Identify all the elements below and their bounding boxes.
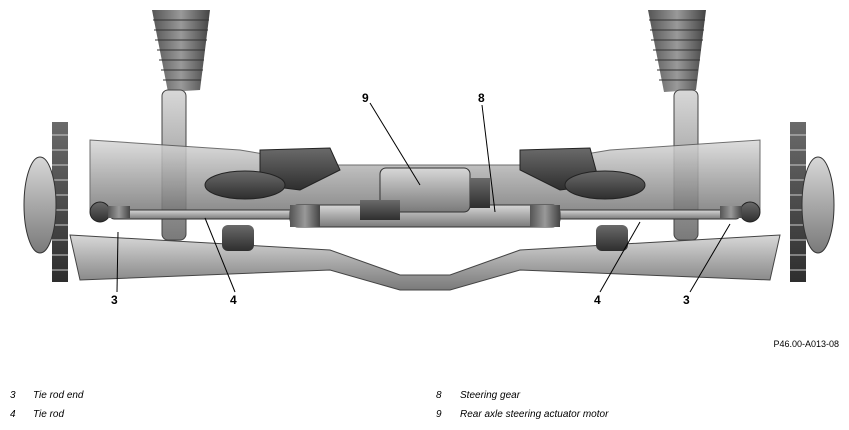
legend-text: Steering gear [460, 390, 521, 401]
right-spring-seat [564, 170, 646, 200]
legend-num: 4 [10, 409, 16, 420]
callout-4-right: 4 [594, 293, 601, 307]
right-rubber-mount [596, 225, 628, 251]
steering-gear [289, 204, 561, 228]
left-wheel-hub [23, 122, 68, 282]
callout-3-right: 3 [683, 293, 690, 307]
callout-3-left: 3 [111, 293, 118, 307]
left-tie-rod [109, 209, 301, 220]
figure-code: P46.00-A013-08 [773, 339, 839, 349]
legend-num: 3 [10, 390, 16, 401]
left-spring-seat [204, 170, 286, 200]
legend-num: 9 [436, 409, 442, 420]
left-tie-rod-end [89, 201, 130, 223]
callout-8: 8 [478, 91, 485, 105]
legend-text: Tie rod [33, 409, 65, 420]
actuator-motor [360, 167, 490, 220]
legend-num: 8 [436, 390, 442, 401]
right-wheel-hub [790, 122, 835, 282]
legend-text: Tie rod end [33, 390, 84, 401]
leader-lines [116, 102, 731, 293]
right-tie-rod [549, 209, 741, 220]
rear-axle-steering-illustration [23, 10, 835, 293]
right-tie-rod-end [720, 201, 761, 223]
callout-4-left: 4 [230, 293, 237, 307]
callout-9: 9 [362, 91, 369, 105]
left-rubber-mount [222, 225, 254, 251]
legend-text: Rear axle steering actuator motor [460, 409, 609, 420]
